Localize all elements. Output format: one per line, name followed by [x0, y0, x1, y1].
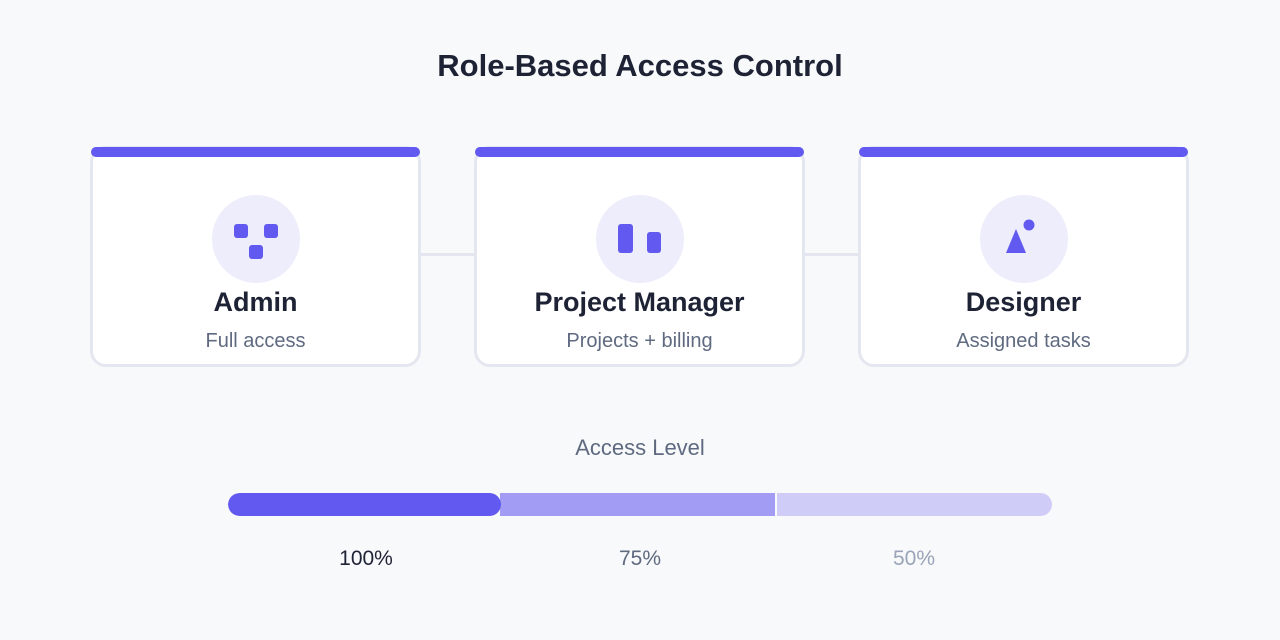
access-level-label: Access Level: [575, 435, 705, 460]
access-level-segment-admin: [228, 493, 502, 516]
role-name: Project Manager: [534, 287, 745, 317]
triangle-dot-icon: [979, 195, 1068, 283]
role-card-designer: Designer Assigned tasks: [858, 146, 1189, 367]
access-level-value-project-manager: 75%: [618, 547, 662, 570]
two-bars-icon: [595, 195, 684, 283]
role-description: Projects + billing: [566, 330, 713, 352]
role-card-project-manager: Project Manager Projects + billing: [474, 146, 805, 367]
access-level-segment-project-manager: [500, 493, 775, 516]
connector-pm-designer: [804, 253, 861, 256]
access-level-value-designer: 50%: [892, 547, 936, 570]
role-name: Admin: [213, 287, 298, 317]
page-title: Role-Based Access Control: [437, 48, 843, 83]
access-level-bar: [228, 493, 1052, 516]
role-card-admin: Admin Full access: [90, 146, 421, 367]
card-accent-bar: [859, 147, 1188, 157]
access-level-value-admin: 100%: [339, 547, 393, 570]
access-level-segment-designer: [776, 493, 1052, 516]
three-squares-icon: [211, 195, 300, 283]
role-name: Designer: [965, 287, 1082, 317]
card-accent-bar: [475, 147, 804, 157]
card-accent-bar: [91, 147, 420, 157]
connector-admin-pm: [420, 253, 477, 256]
role-description: Assigned tasks: [956, 330, 1091, 352]
role-description: Full access: [205, 330, 306, 352]
